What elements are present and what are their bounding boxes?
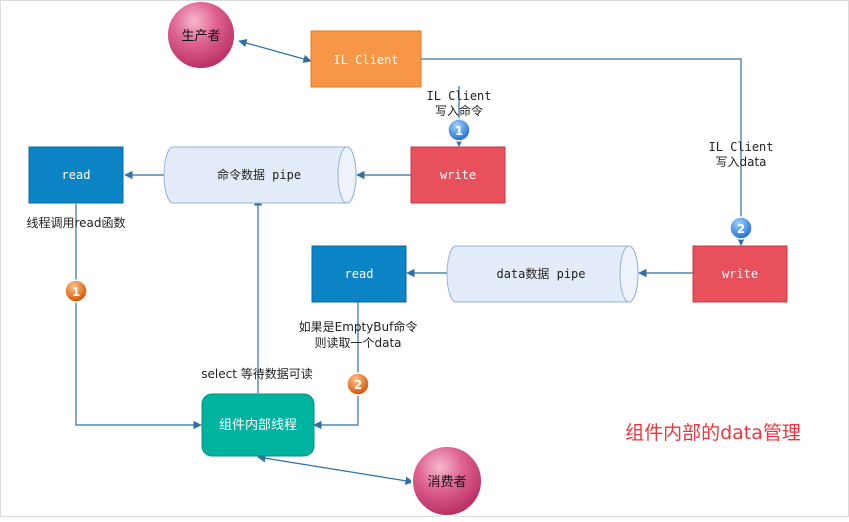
consumer-bubble: 消费者: [411, 445, 483, 517]
il-write-data-label-line1: IL Client: [708, 140, 773, 154]
write-cmd-box: write: [410, 146, 506, 204]
worker-thread-label: 组件内部线程: [219, 417, 297, 433]
badge-orange-2: 2: [346, 372, 370, 396]
worker-thread-box: 组件内部线程: [201, 393, 315, 457]
badge-blue-2: 2: [729, 216, 753, 240]
producer-ilclient-link: [238, 38, 312, 64]
read-top-to-worker-line: [75, 204, 202, 430]
badge-orange-1: 1: [64, 279, 88, 303]
badge-blue-2-label: 2: [737, 222, 745, 236]
il-write-cmd-label-line1: IL Client: [426, 89, 491, 103]
connectors: [75, 38, 746, 485]
read-mid-to-worker-line: [313, 301, 359, 430]
diagram-title: 组件内部的data管理: [625, 422, 801, 444]
producer-bubble: 生产者: [166, 0, 236, 70]
badge-orange-2-label: 2: [354, 378, 362, 392]
badge-blue-1-label: 1: [455, 124, 463, 138]
il-client-label: IL Client: [333, 53, 398, 67]
ilclient-to-write-data-line: [421, 58, 746, 246]
read-mid-label: read: [345, 267, 374, 281]
cmd-pipe: 命令数据 pipe: [163, 146, 357, 204]
producer-label: 生产者: [181, 29, 220, 44]
il-write-cmd-label-line2: 写入命令: [435, 103, 483, 118]
il-client-box: IL Client: [310, 30, 422, 88]
consumer-label: 消费者: [427, 475, 466, 490]
data-pipe-label: data数据 pipe: [496, 266, 585, 281]
write-cmd-label: write: [440, 168, 476, 182]
badge-orange-1-label: 1: [72, 285, 80, 299]
worker-consumer-link: [257, 454, 414, 485]
write-data-label: write: [722, 267, 758, 281]
il-write-data-label-line2: 写入data: [715, 155, 766, 169]
emptybuf-label-line2: 则读取一个data: [314, 336, 401, 350]
badge-blue-1: 1: [447, 118, 471, 142]
select-wait-label: select 等待数据可读: [201, 366, 312, 381]
read-mid-box: read: [311, 245, 407, 303]
cmd-pipe-label: 命令数据 pipe: [217, 167, 301, 182]
data-pipe: data数据 pipe: [446, 245, 639, 303]
emptybuf-label-line1: 如果是EmptyBuf命令: [299, 319, 418, 334]
write-data-box: write: [692, 245, 788, 303]
thread-call-read-label: 线程调用read函数: [26, 215, 125, 230]
read-top-label: read: [62, 168, 91, 182]
read-top-box: read: [28, 146, 124, 204]
